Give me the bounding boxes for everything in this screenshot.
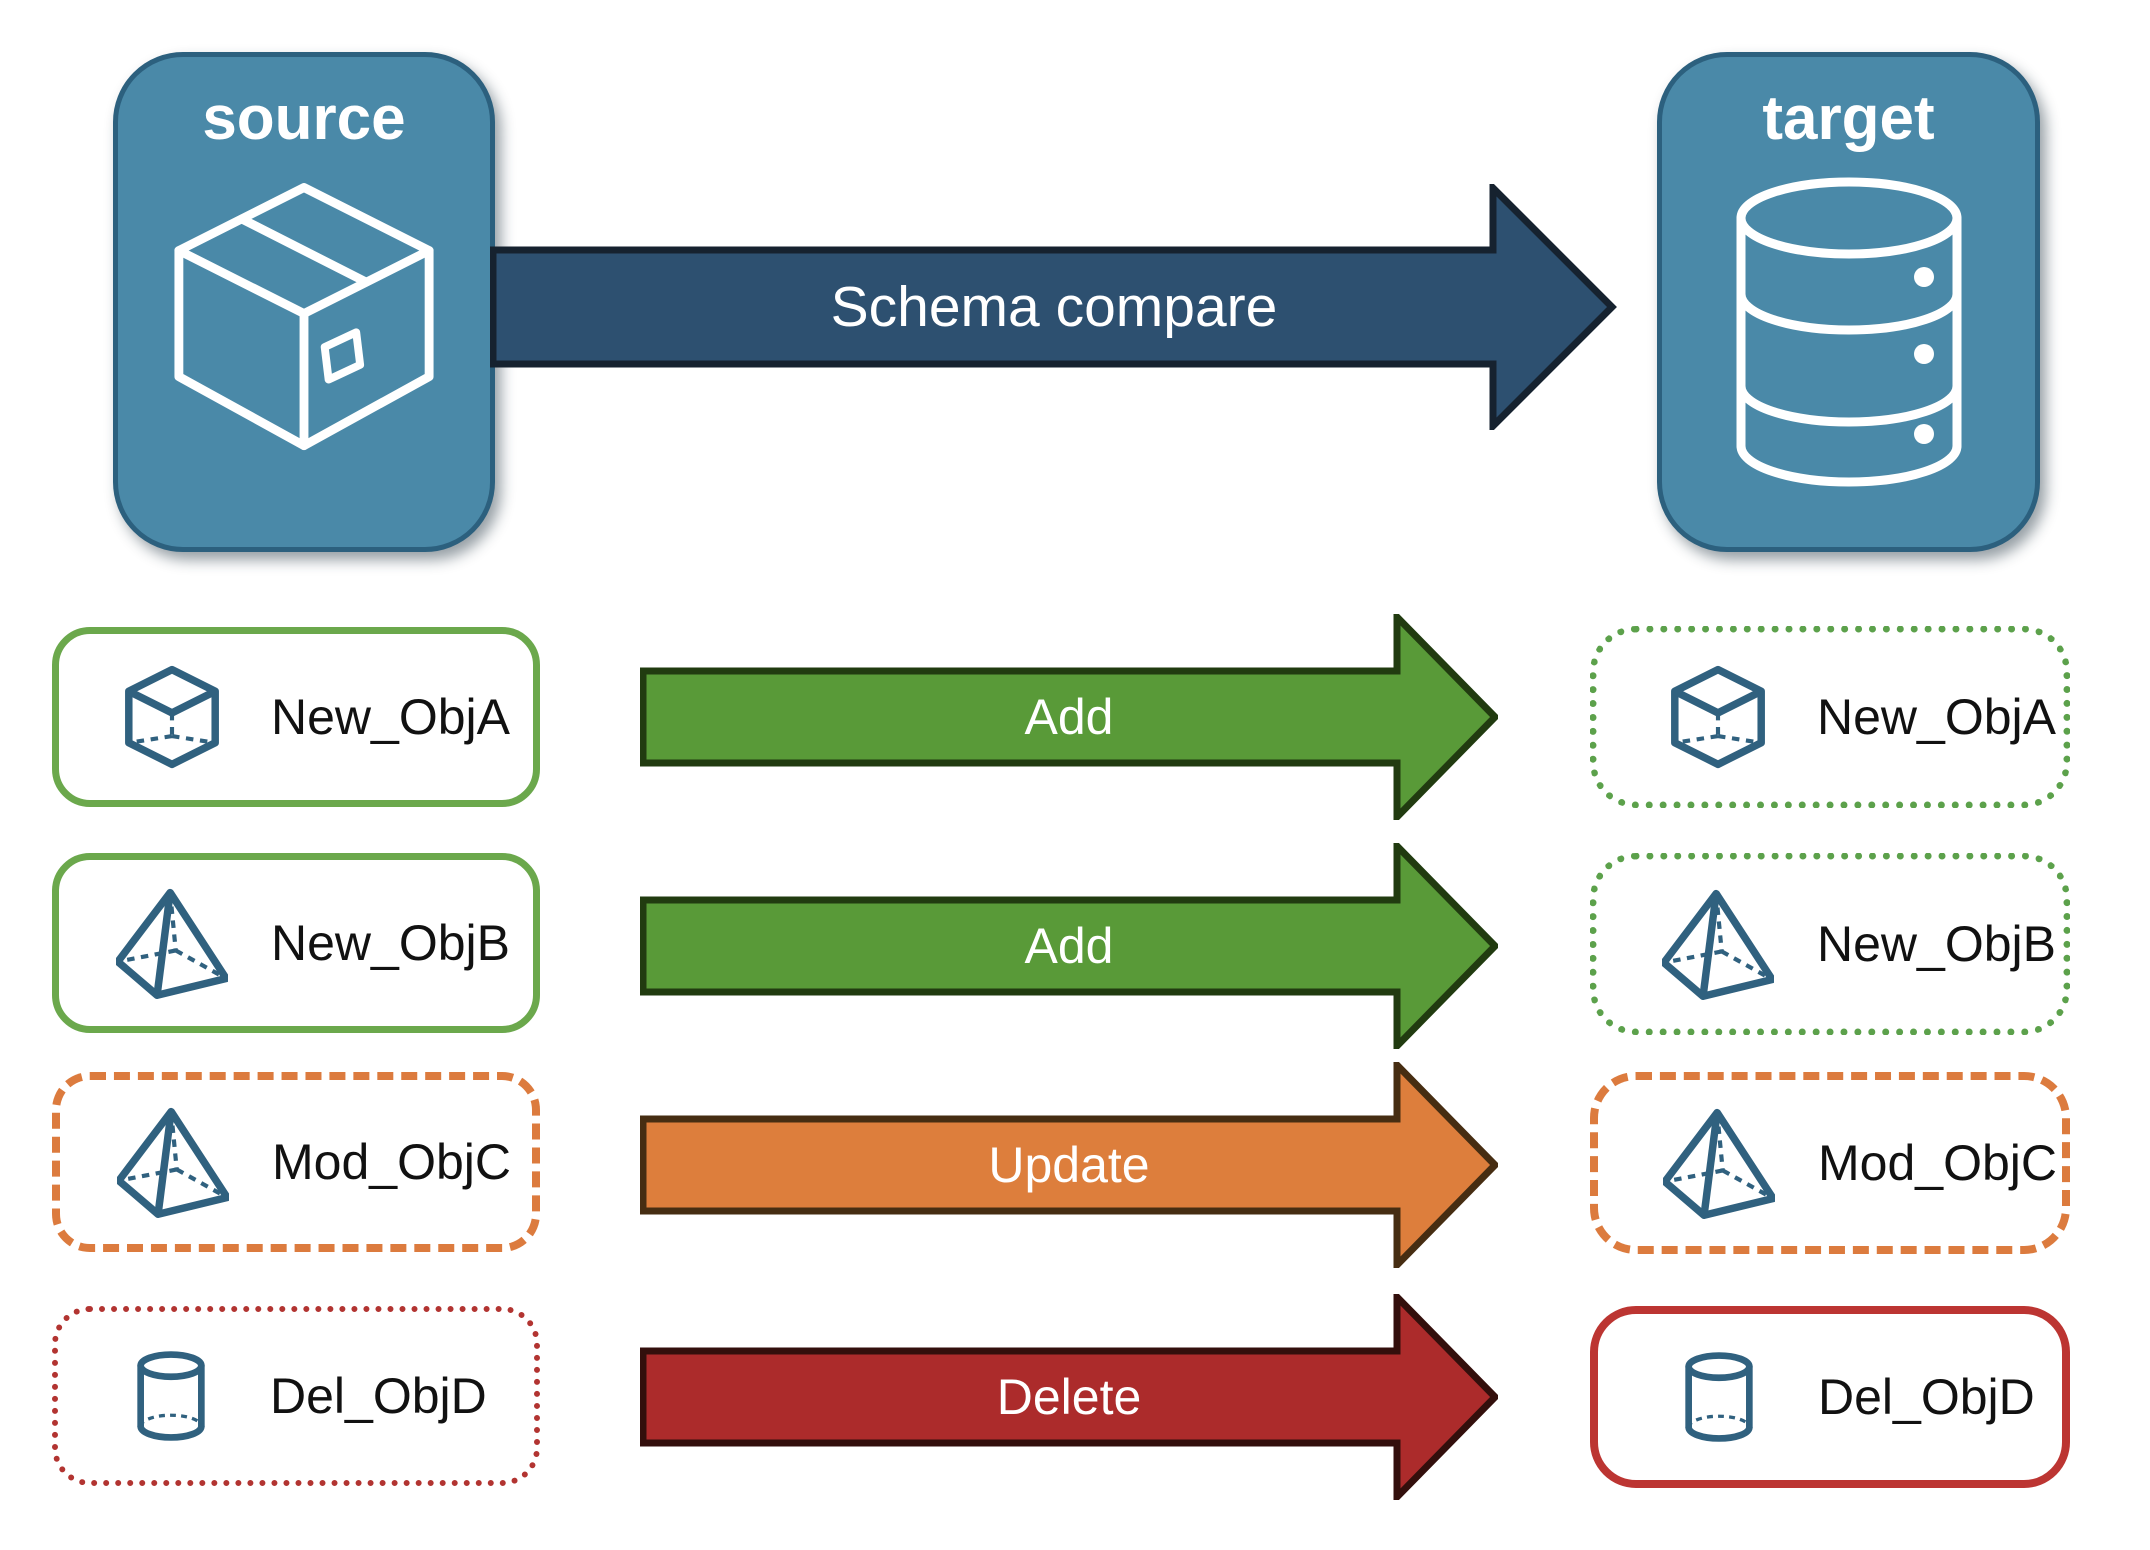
add-arrow-shape <box>640 843 1498 1049</box>
pyramid-icon <box>1661 888 1775 1000</box>
target-object-card-mod-objc: Mod_ObjC <box>1590 1072 2070 1254</box>
add-arrow-objb: Add <box>640 843 1498 1049</box>
target-badge: target <box>1657 52 2040 552</box>
update-arrow-shape <box>640 1062 1498 1268</box>
source-title: source <box>202 84 406 153</box>
object-label: New_ObjB <box>1817 916 2056 972</box>
delete-arrow-objd: Delete <box>640 1294 1498 1500</box>
object-label: Mod_ObjC <box>272 1134 511 1190</box>
cube-icon <box>115 663 229 771</box>
cylinder-icon <box>1662 1351 1776 1443</box>
schema-compare-arrow: Schema compare <box>490 184 1618 430</box>
database-icon <box>1736 177 1961 487</box>
target-object-card-del-objd: Del_ObjD <box>1590 1306 2070 1488</box>
cylinder-icon <box>114 1350 228 1442</box>
package-box-icon <box>174 183 434 451</box>
target-object-card-new-obja: New_ObjA <box>1590 626 2070 808</box>
schema-compare-arrow-shape <box>490 184 1617 430</box>
target-object-card-new-objb: New_ObjB <box>1590 853 2070 1035</box>
source-object-card-mod-objc: Mod_ObjC <box>52 1072 540 1252</box>
object-label: New_ObjA <box>271 689 510 745</box>
source-badge: source <box>113 52 495 552</box>
object-label: New_ObjA <box>1817 689 2056 745</box>
object-label: Del_ObjD <box>270 1368 487 1424</box>
target-title: target <box>1762 84 1935 153</box>
object-label: Mod_ObjC <box>1818 1135 2057 1191</box>
source-object-card-new-obja: New_ObjA <box>52 627 540 807</box>
object-label: Del_ObjD <box>1818 1369 2035 1425</box>
add-arrow-obja: Add <box>640 614 1498 820</box>
update-arrow-objc: Update <box>640 1062 1498 1268</box>
add-arrow-shape <box>640 614 1498 820</box>
pyramid-icon <box>1662 1107 1776 1219</box>
pyramid-icon <box>115 887 229 999</box>
source-object-card-del-objd: Del_ObjD <box>52 1306 540 1486</box>
pyramid-icon <box>116 1106 230 1218</box>
cube-icon <box>1661 663 1775 771</box>
delete-arrow-shape <box>640 1294 1498 1500</box>
object-label: New_ObjB <box>271 915 510 971</box>
source-object-card-new-objb: New_ObjB <box>52 853 540 1033</box>
